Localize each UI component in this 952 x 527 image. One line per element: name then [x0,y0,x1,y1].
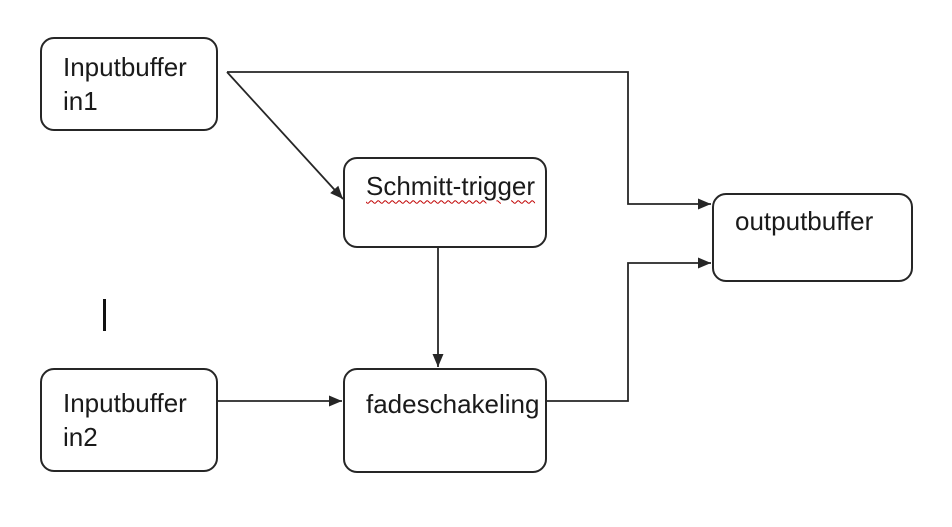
node-fadeschakeling[interactable]: fadeschakeling [343,368,547,473]
node-label-misspelled: Schmitt-trigger [366,170,536,201]
node-label: outputbuffer [735,205,874,236]
node-inputbuffer-in1[interactable]: Inputbuffer in1 [40,37,218,131]
node-label: in1 [63,86,98,116]
node-label: Inputbuffer [63,388,187,418]
connector-inputbuffer-in1-to-schmitt-trigger[interactable] [226,71,344,200]
node-label: in2 [63,422,98,452]
connector-fadeschakeling-to-outputbuffer[interactable] [547,262,711,402]
connector-arrowhead [432,354,444,367]
connector-arrowhead [329,395,342,407]
node-label: fadeschakeling [366,388,540,419]
connector-arrowhead [330,185,343,199]
node-inputbuffer-in2[interactable]: Inputbuffer in2 [40,368,218,472]
text-cursor [103,299,106,331]
node-outputbuffer[interactable]: outputbuffer [712,193,913,282]
node-schmitt-trigger[interactable]: Schmitt-trigger [343,157,547,248]
node-label: Inputbuffer [63,52,187,82]
connector-inputbuffer-in1-to-outputbuffer[interactable] [227,71,711,205]
connector-arrowhead [698,198,711,210]
connector-arrowhead [698,257,711,269]
